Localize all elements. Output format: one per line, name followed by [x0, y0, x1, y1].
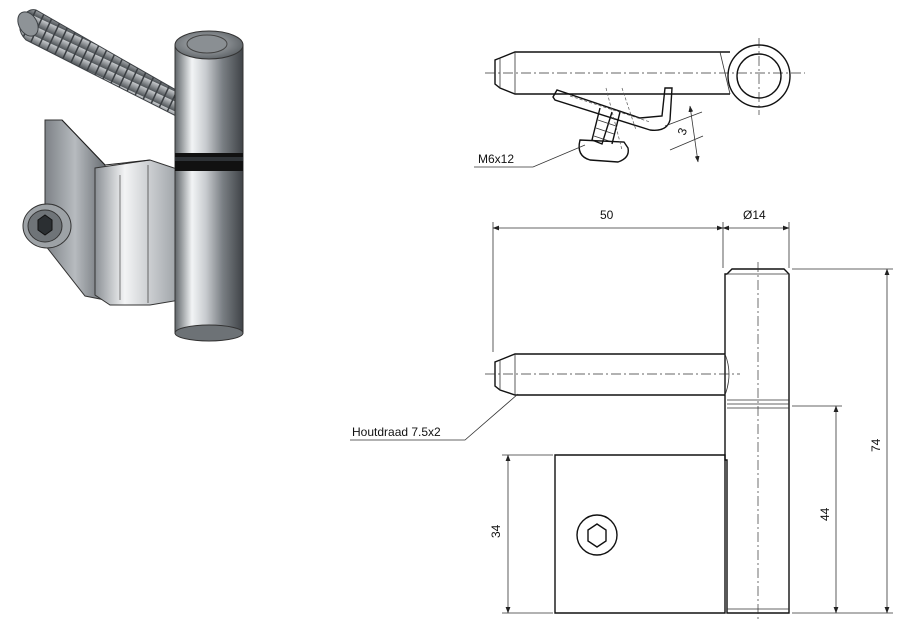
plate-front — [554, 454, 726, 614]
bolt-head-front — [576, 514, 618, 556]
hinge-barrel-3d — [174, 30, 244, 342]
front-view: 50 Ø14 74 44 34 Houtdraad 7.5x2 — [350, 208, 893, 622]
callout-wood-screw: Houtdraad 7.5x2 — [352, 425, 441, 439]
dim-diameter: Ø14 — [743, 208, 766, 222]
hinge-3d-render — [17, 9, 244, 342]
bolt-top-view — [591, 107, 613, 145]
dim-barrel-height: 44 — [818, 507, 832, 521]
dim-total-height: 74 — [869, 438, 883, 452]
top-view: 3 M6x12 — [474, 38, 805, 168]
dim-length: 50 — [600, 208, 614, 222]
dim-offset: 3 — [675, 126, 691, 137]
barrel-front — [724, 268, 790, 614]
hex-bolt-head-3d — [22, 203, 72, 249]
dim-plate-height: 34 — [489, 524, 503, 538]
callout-bolt: M6x12 — [478, 152, 514, 166]
wood-screw-3d — [19, 9, 191, 119]
